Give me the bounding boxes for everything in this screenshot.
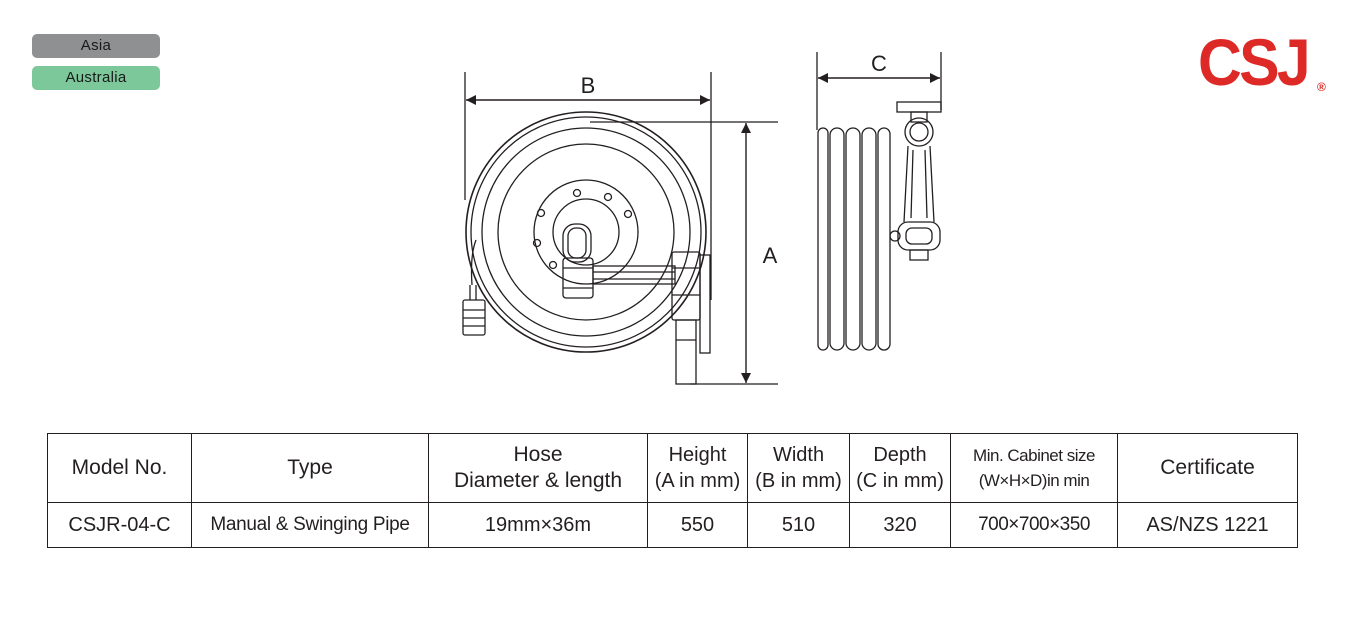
region-tag-asia[interactable]: Asia bbox=[32, 34, 160, 58]
header-depth: Depth (C in mm) bbox=[849, 433, 951, 503]
registered-mark: ® bbox=[1317, 80, 1326, 94]
table-row: CSJR-04-C Manual & Swinging Pipe 19mm×36… bbox=[47, 502, 1298, 548]
csj-logo: CSJ bbox=[1198, 25, 1311, 99]
table-header-row: Model No. Type Hose Diameter & length He… bbox=[47, 433, 1298, 503]
cell-type: Manual & Swinging Pipe bbox=[191, 502, 429, 548]
cell-height: 550 bbox=[647, 502, 748, 548]
specification-table: Model No. Type Hose Diameter & length He… bbox=[47, 433, 1298, 548]
reel-front-view bbox=[462, 72, 778, 385]
region-tag-australia[interactable]: Australia bbox=[32, 66, 160, 90]
cell-depth: 320 bbox=[849, 502, 951, 548]
dimension-label-b: B bbox=[581, 73, 596, 98]
dimension-label-a: A bbox=[763, 243, 778, 268]
cell-certificate: AS/NZS 1221 bbox=[1117, 502, 1298, 548]
cell-width: 510 bbox=[747, 502, 850, 548]
header-certificate: Certificate bbox=[1117, 433, 1298, 503]
cell-model-no: CSJR-04-C bbox=[47, 502, 192, 548]
hose-reel-technical-drawing: B A C bbox=[462, 51, 942, 385]
header-height: Height (A in mm) bbox=[647, 433, 748, 503]
reel-side-view bbox=[816, 52, 942, 351]
cell-cabinet-size: 700×700×350 bbox=[950, 502, 1118, 548]
header-hose: Hose Diameter & length bbox=[428, 433, 648, 503]
dimension-label-c: C bbox=[871, 51, 887, 76]
header-type: Type bbox=[191, 433, 429, 503]
header-model-no: Model No. bbox=[47, 433, 192, 503]
header-width: Width (B in mm) bbox=[747, 433, 850, 503]
header-cabinet-size: Min. Cabinet size (W×H×D)in min bbox=[950, 433, 1118, 503]
cell-hose: 19mm×36m bbox=[428, 502, 648, 548]
